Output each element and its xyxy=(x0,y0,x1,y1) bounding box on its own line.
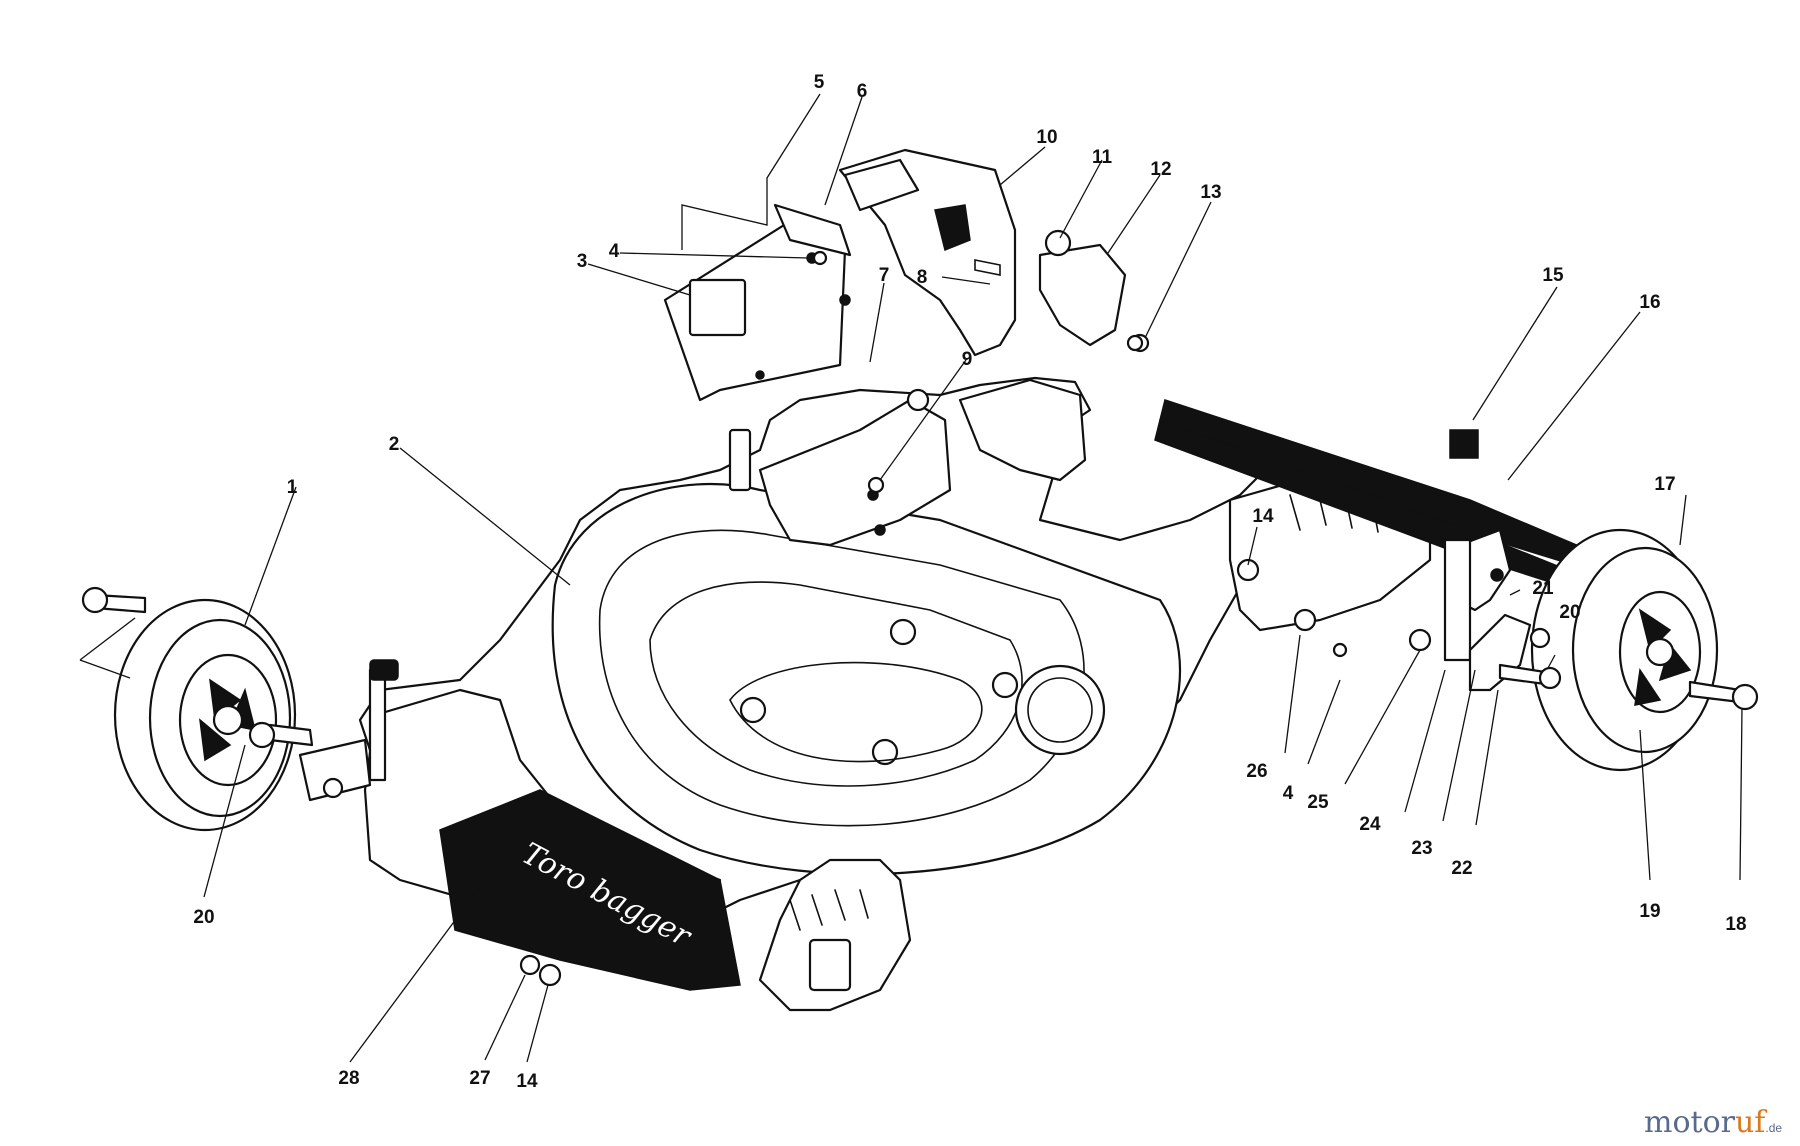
callout-28: 28 xyxy=(338,1068,359,1089)
callout-3: 3 xyxy=(577,251,588,272)
callout-5: 5 xyxy=(814,72,825,93)
leader-lines xyxy=(79,93,1743,1063)
callout-12: 12 xyxy=(1150,159,1171,180)
watermark-logo: motoruf.de xyxy=(1644,1105,1782,1140)
screw-4-top xyxy=(812,250,828,266)
callout-10: 10 xyxy=(1036,127,1057,148)
callout-14-rear: 14 xyxy=(1252,506,1274,527)
callout-18: 18 xyxy=(1725,914,1746,935)
callout-2: 2 xyxy=(389,434,400,455)
callout-23: 23 xyxy=(1411,838,1432,859)
callout-26: 26 xyxy=(1246,761,1267,782)
callout-20-right: 20 xyxy=(1559,602,1580,623)
callout-27: 27 xyxy=(469,1068,490,1089)
callout-8: 8 xyxy=(917,267,928,288)
callout-24: 24 xyxy=(1359,814,1381,835)
callout-21: 21 xyxy=(1532,578,1554,599)
callout-22: 22 xyxy=(1451,858,1472,879)
callout-6: 6 xyxy=(857,81,868,102)
callout-15: 15 xyxy=(1542,265,1564,286)
callout-9: 9 xyxy=(962,349,973,370)
nut-14-rear xyxy=(1236,558,1260,582)
rear-right-wheel xyxy=(1530,528,1759,772)
front-left-adjuster xyxy=(248,659,399,802)
mower-deck: Toro bagger xyxy=(358,376,1432,1012)
nut-14-front xyxy=(538,963,562,987)
callout-4-bottom: 4 xyxy=(1283,783,1294,804)
callout-1: 1 xyxy=(287,477,298,498)
callout-14-front: 14 xyxy=(516,1071,538,1092)
rear-right-adjuster xyxy=(1293,528,1562,692)
callout-4-top: 4 xyxy=(609,241,620,262)
callout-17: 17 xyxy=(1654,474,1675,495)
callout-19: 19 xyxy=(1639,901,1660,922)
height-adjuster xyxy=(838,148,1150,357)
handle-bracket xyxy=(728,388,952,547)
callout-labels: 1 2 3 4 5 6 7 8 9 10 11 12 13 14 15 16 1… xyxy=(193,72,1746,1092)
svg-text:motoruf.de: motoruf.de xyxy=(1644,1105,1782,1140)
screw-13 xyxy=(1126,334,1144,352)
callout-13: 13 xyxy=(1200,182,1221,203)
callout-20-left: 20 xyxy=(193,907,214,928)
callout-7: 7 xyxy=(879,265,890,286)
rear-flap xyxy=(663,203,852,402)
callout-25: 25 xyxy=(1307,792,1329,813)
callout-16: 16 xyxy=(1639,292,1660,313)
screw-9 xyxy=(867,476,885,494)
washer-27 xyxy=(519,954,541,976)
front-left-wheel xyxy=(81,586,297,832)
callout-11: 11 xyxy=(1092,147,1113,168)
